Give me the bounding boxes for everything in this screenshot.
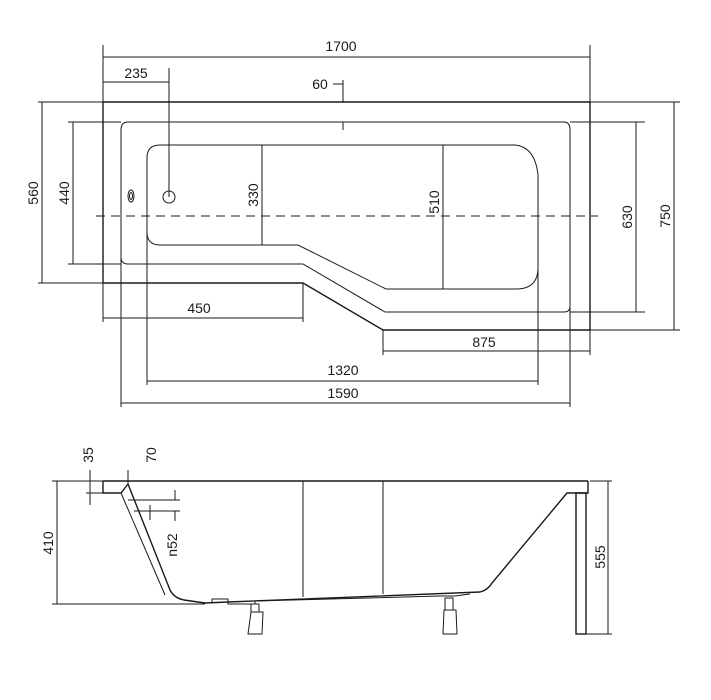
side-view-leg-right xyxy=(444,597,454,611)
dim-label-450: 450 xyxy=(187,300,211,316)
dim-label-440: 440 xyxy=(56,181,72,205)
side-view-base-frame xyxy=(205,593,471,605)
side-view-foot-right xyxy=(442,609,458,635)
dim-label-60: 60 xyxy=(312,76,328,92)
side-view-left-rim xyxy=(102,481,129,494)
dim-label-n52: n52 xyxy=(164,533,180,557)
dim-label-510: 510 xyxy=(426,190,442,214)
dim-label-1700: 1700 xyxy=(325,38,356,54)
side-view-end-panel xyxy=(575,492,587,635)
top-view-inner-rim xyxy=(120,121,571,313)
side-view-tub-body xyxy=(127,481,589,604)
dim-label-875: 875 xyxy=(472,334,496,350)
top-view: 1700 235 60 560 440 330 510 630 750 450 … xyxy=(25,38,680,407)
dim-label-560: 560 xyxy=(25,181,41,205)
dim-label-750: 750 xyxy=(657,204,673,228)
side-view-foot-left xyxy=(247,611,264,635)
dim-label-330: 330 xyxy=(245,183,261,207)
top-view-basin xyxy=(146,144,539,290)
dim-label-235: 235 xyxy=(124,65,148,81)
dim-label-630: 630 xyxy=(619,205,635,229)
side-view-inner-wall xyxy=(120,492,166,596)
side-view-leg-left xyxy=(250,603,260,613)
dim-label-70: 70 xyxy=(143,447,159,463)
dim-label-555: 555 xyxy=(592,545,608,569)
dim-label-1590: 1590 xyxy=(327,385,358,401)
dim-label-35: 35 xyxy=(80,447,96,463)
side-view: 35 70 n52 410 555 xyxy=(40,447,612,635)
overflow-icon xyxy=(127,189,135,203)
dim-label-1320: 1320 xyxy=(327,362,358,378)
dim-label-410: 410 xyxy=(40,531,56,555)
overflow-inner-icon xyxy=(129,192,133,200)
